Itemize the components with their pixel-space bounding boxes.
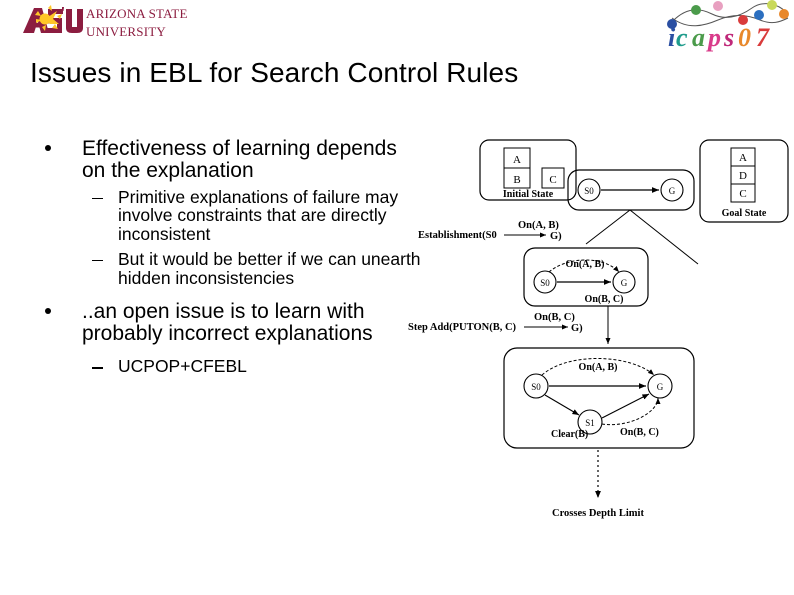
bottom-node-s1: S1 xyxy=(585,418,595,428)
middle-plan-bottom-label: On(B, C) xyxy=(585,294,624,305)
establishment-label-suffix: G) xyxy=(550,231,562,242)
bullet-text: Primitive explanations of failure may in… xyxy=(118,186,399,245)
crosses-depth-limit-label: Crosses Depth Limit xyxy=(552,508,644,519)
bullet-dash-icon xyxy=(92,259,103,262)
root-plan-box xyxy=(567,169,695,211)
bullet-level2: Primitive explanations of failure may in… xyxy=(30,186,425,245)
goal-state-box xyxy=(699,139,789,223)
svg-text:s: s xyxy=(723,23,734,52)
bullet-dot-icon xyxy=(45,145,51,151)
bottom-node-g: G xyxy=(657,382,664,392)
establishment-label-above: On(A, B) xyxy=(518,220,559,231)
bottom-node-s0: S0 xyxy=(531,382,541,392)
bullet-text: UCPOP+CFEBL xyxy=(118,355,247,376)
bottom-plan-right-label: On(B, C) xyxy=(620,427,659,438)
icaps-logo-graphic-icon: i c a p s 0 7 xyxy=(667,0,789,52)
slide-body: Effectiveness of learning depends on the… xyxy=(30,138,425,376)
asu-logo-mark-icon xyxy=(23,5,83,33)
initial-state-label: Initial State xyxy=(503,189,554,200)
initial-state-block-a: A xyxy=(513,154,521,166)
icaps-logo: i c a p s 0 7 xyxy=(660,0,792,52)
establishment-label-prefix: Establishment(S0 xyxy=(418,230,497,241)
svg-text:7: 7 xyxy=(756,23,770,52)
bottom-plan-box xyxy=(503,347,695,449)
bullet-text: But it would be better if we can unearth… xyxy=(118,248,421,288)
initial-state-block-c: C xyxy=(549,174,556,186)
stepadd-label-suffix: G) xyxy=(571,323,583,334)
middle-node-s0: S0 xyxy=(540,278,550,288)
bullet-level1: ..an open issue is to learn with probabl… xyxy=(30,301,425,345)
goal-state-block-a: A xyxy=(739,152,747,164)
svg-text:i: i xyxy=(668,23,676,52)
bullet-dot-icon xyxy=(45,308,51,315)
svg-text:a: a xyxy=(692,23,705,52)
goal-state-block-c: C xyxy=(739,188,746,200)
middle-node-g: G xyxy=(621,278,628,288)
svg-text:0: 0 xyxy=(738,23,751,52)
root-node-s0: S0 xyxy=(584,186,594,196)
initial-state-block-b: B xyxy=(513,174,520,186)
stepadd-label-above: On(B, C) xyxy=(534,312,575,323)
middle-plan-box xyxy=(523,247,649,307)
asu-logo: ARIZONA STATE UNIVERSITY xyxy=(22,2,222,42)
asu-wordmark-line2: UNIVERSITY xyxy=(86,24,166,39)
middle-plan-top-label: On(A, B) xyxy=(566,259,605,270)
slide-title: Issues in EBL for Search Control Rules xyxy=(30,57,519,88)
ebl-search-tree-diagram: A B C Initial State A D C Goal State S0 … xyxy=(408,132,794,532)
asu-wordmark: ARIZONA STATE UNIVERSITY xyxy=(86,2,226,42)
bullet-text: Effectiveness of learning depends on the… xyxy=(82,137,397,182)
bullet-dash-icon xyxy=(92,366,103,369)
root-node-g: G xyxy=(669,186,676,196)
goal-state-label: Goal State xyxy=(722,208,767,219)
svg-text:c: c xyxy=(676,23,688,52)
bullet-dash-icon xyxy=(92,197,103,200)
bullet-text: ..an open issue is to learn with probabl… xyxy=(82,300,373,346)
bullet-level1: Effectiveness of learning depends on the… xyxy=(30,138,425,182)
asu-wordmark-line1: ARIZONA STATE xyxy=(86,6,188,21)
svg-text:p: p xyxy=(706,23,721,52)
bottom-plan-left-label: Clear(B) xyxy=(551,429,588,440)
bottom-plan-top-label: On(A, B) xyxy=(579,362,618,373)
bullet-level2: UCPOP+CFEBL xyxy=(30,357,425,376)
stepadd-label-prefix: Step Add(PUTON(B, C) xyxy=(408,322,517,333)
bullet-level2: But it would be better if we can unearth… xyxy=(30,250,425,287)
goal-state-block-d: D xyxy=(739,170,747,182)
